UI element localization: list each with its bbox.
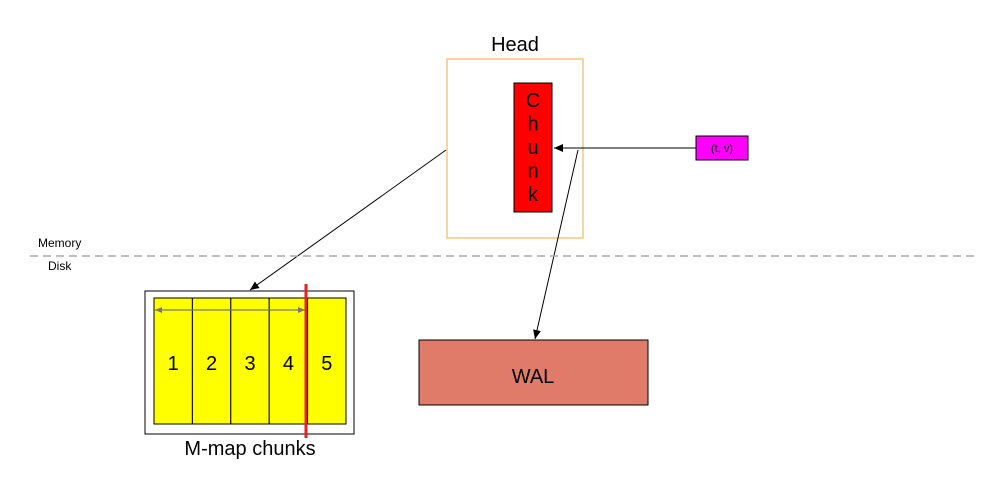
mmap-chunk-label-5: 5 xyxy=(321,353,332,375)
chunk-block xyxy=(513,82,553,213)
mmap-chunk-label-3: 3 xyxy=(244,353,255,375)
disk-label: Disk xyxy=(48,259,72,273)
mmap-chunk-4 xyxy=(268,297,309,425)
mmap-chunk-1 xyxy=(153,297,193,425)
head-to-mmap-arrow xyxy=(249,149,447,291)
memory-label: Memory xyxy=(38,236,81,250)
mmap-caption: M-map chunks xyxy=(184,438,315,460)
head-title: Head xyxy=(491,34,539,56)
sample-box xyxy=(695,135,749,161)
sample-label: (t, v) xyxy=(711,143,733,155)
mmap-chunk-2 xyxy=(191,297,232,425)
mmap-chunk-3 xyxy=(230,297,270,425)
wal-label: WAL xyxy=(512,366,555,388)
mmap-chunk-label-1: 1 xyxy=(168,353,179,375)
wal-box xyxy=(418,339,649,406)
mmap-chunk-5 xyxy=(307,297,347,425)
mmap-chunk-label-2: 2 xyxy=(206,353,217,375)
mmap-chunk-group: 1 2 3 4 5 xyxy=(153,297,347,425)
mmap-chunk-label-4: 4 xyxy=(283,353,294,375)
head-to-wal-arrow xyxy=(533,149,579,340)
